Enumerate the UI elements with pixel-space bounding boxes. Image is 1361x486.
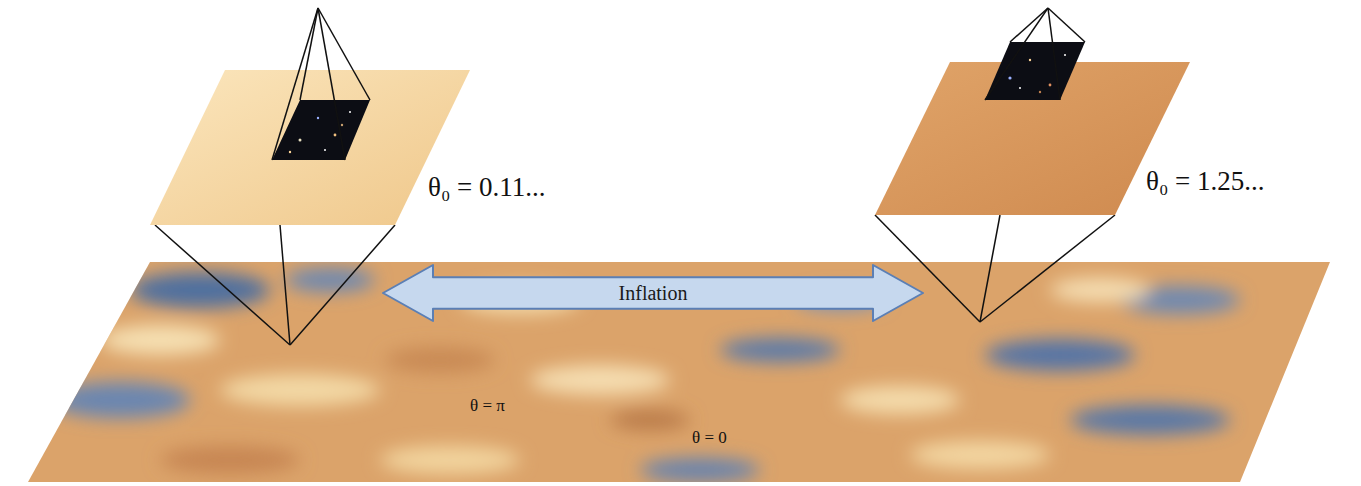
left-patch-plane bbox=[150, 70, 470, 225]
right-sight-pyramid bbox=[985, 8, 1085, 100]
angle-value-label: θ₀ = 0.11... bbox=[428, 172, 546, 203]
right-observer-cone bbox=[875, 215, 1115, 322]
field-value-label: θ = 0 bbox=[692, 428, 727, 448]
field-value-label: θ = π bbox=[470, 396, 505, 416]
field-plane bbox=[28, 262, 1330, 482]
arrow-label: Inflation bbox=[619, 282, 688, 305]
left-sight-pyramid bbox=[272, 8, 370, 160]
right-galaxy-view bbox=[985, 42, 1085, 100]
inflation-double-arrow: Inflation bbox=[383, 265, 923, 321]
left-observer-cone bbox=[155, 225, 395, 345]
angle-value-label: θ₀ = 1.25... bbox=[1146, 166, 1265, 197]
